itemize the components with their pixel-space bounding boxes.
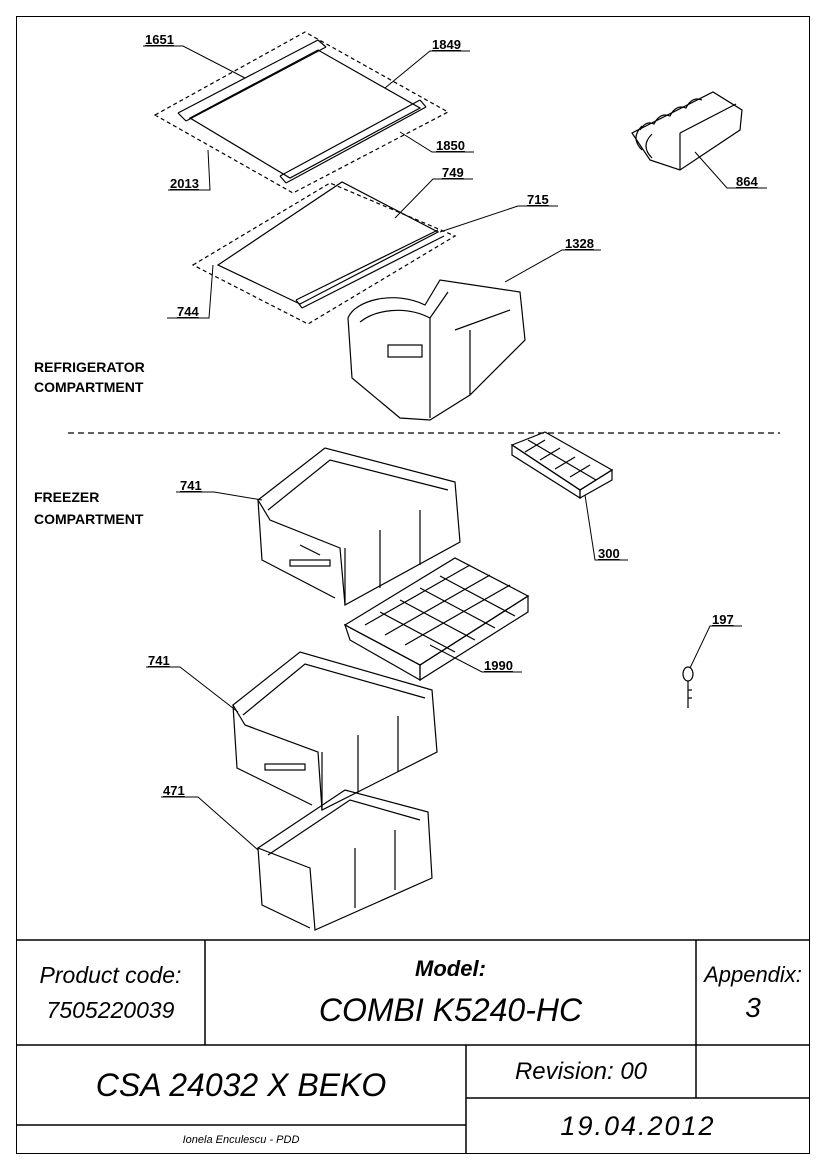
leader-lines [143, 45, 767, 851]
refrigerator-label-line2: COMPARTMENT [34, 379, 144, 395]
model-label: Model: [415, 956, 486, 981]
freezer-grid-tray [343, 557, 530, 682]
model-value: COMBI K5240-HC [318, 992, 583, 1028]
title-block-grid [16, 939, 810, 1154]
ice-cube-tray [510, 431, 614, 500]
label-741-upper: 741 [180, 478, 202, 493]
label-197: 197 [712, 612, 734, 627]
date: 19.04.2012 [560, 1110, 716, 1141]
label-715: 715 [527, 192, 549, 207]
freezer-drawer-bottom [256, 789, 433, 931]
product-name-cell: CSA 24032 X BEKO [16, 1045, 466, 1125]
label-749: 749 [442, 165, 464, 180]
freezer-drawer-lower [232, 651, 438, 811]
freezer-label-line1: FREEZER [34, 489, 99, 505]
product-name: CSA 24032 X BEKO [95, 1066, 387, 1103]
label-744: 744 [177, 304, 199, 319]
model-cell: Model: COMBI K5240-HC [205, 940, 696, 1045]
label-1850: 1850 [436, 138, 465, 153]
appendix-cell: Appendix: 3 [696, 940, 810, 1045]
glass-shelf-lower [191, 181, 457, 325]
label-864: 864 [736, 174, 758, 189]
label-1651: 1651 [145, 32, 174, 47]
part-labels: 1651 1849 1850 2013 749 715 1328 744 864… [145, 32, 758, 798]
refrigerator-label-line1: REFRIGERATOR [34, 359, 145, 375]
label-1328: 1328 [565, 236, 594, 251]
author: Ionela Enculescu - PDD [182, 1133, 300, 1146]
key-part [682, 666, 694, 708]
label-741-lower: 741 [148, 653, 170, 668]
author-cell: Ionela Enculescu - PDD [16, 1125, 466, 1154]
label-300: 300 [598, 546, 620, 561]
drawing-sheet [16, 16, 810, 1154]
appendix-label: Appendix: [704, 961, 802, 987]
revision: Revision: 00 [514, 1057, 648, 1085]
label-471: 471 [163, 783, 185, 798]
product-code-cell: Product code: 7505220039 [16, 940, 205, 1045]
freezer-label-line2: COMPARTMENT [34, 511, 144, 527]
revision-cell: Revision: 00 [466, 1045, 696, 1098]
appendix-value: 3 [745, 991, 761, 1023]
compartment-labels: REFRIGERATOR COMPARTMENT FREEZER COMPART… [34, 359, 145, 527]
product-code-label: Product code: [39, 961, 182, 988]
crisper-drawer-refrigerator [347, 279, 526, 421]
label-1849: 1849 [432, 37, 461, 52]
glass-shelf-upper [153, 31, 450, 194]
ice-tray-holder [631, 91, 743, 171]
label-2013: 2013 [170, 176, 199, 191]
freezer-drawer-upper [257, 447, 461, 606]
date-cell: 19.04.2012 [466, 1098, 810, 1154]
product-code-value: 7505220039 [46, 996, 175, 1023]
label-1990: 1990 [484, 658, 513, 673]
